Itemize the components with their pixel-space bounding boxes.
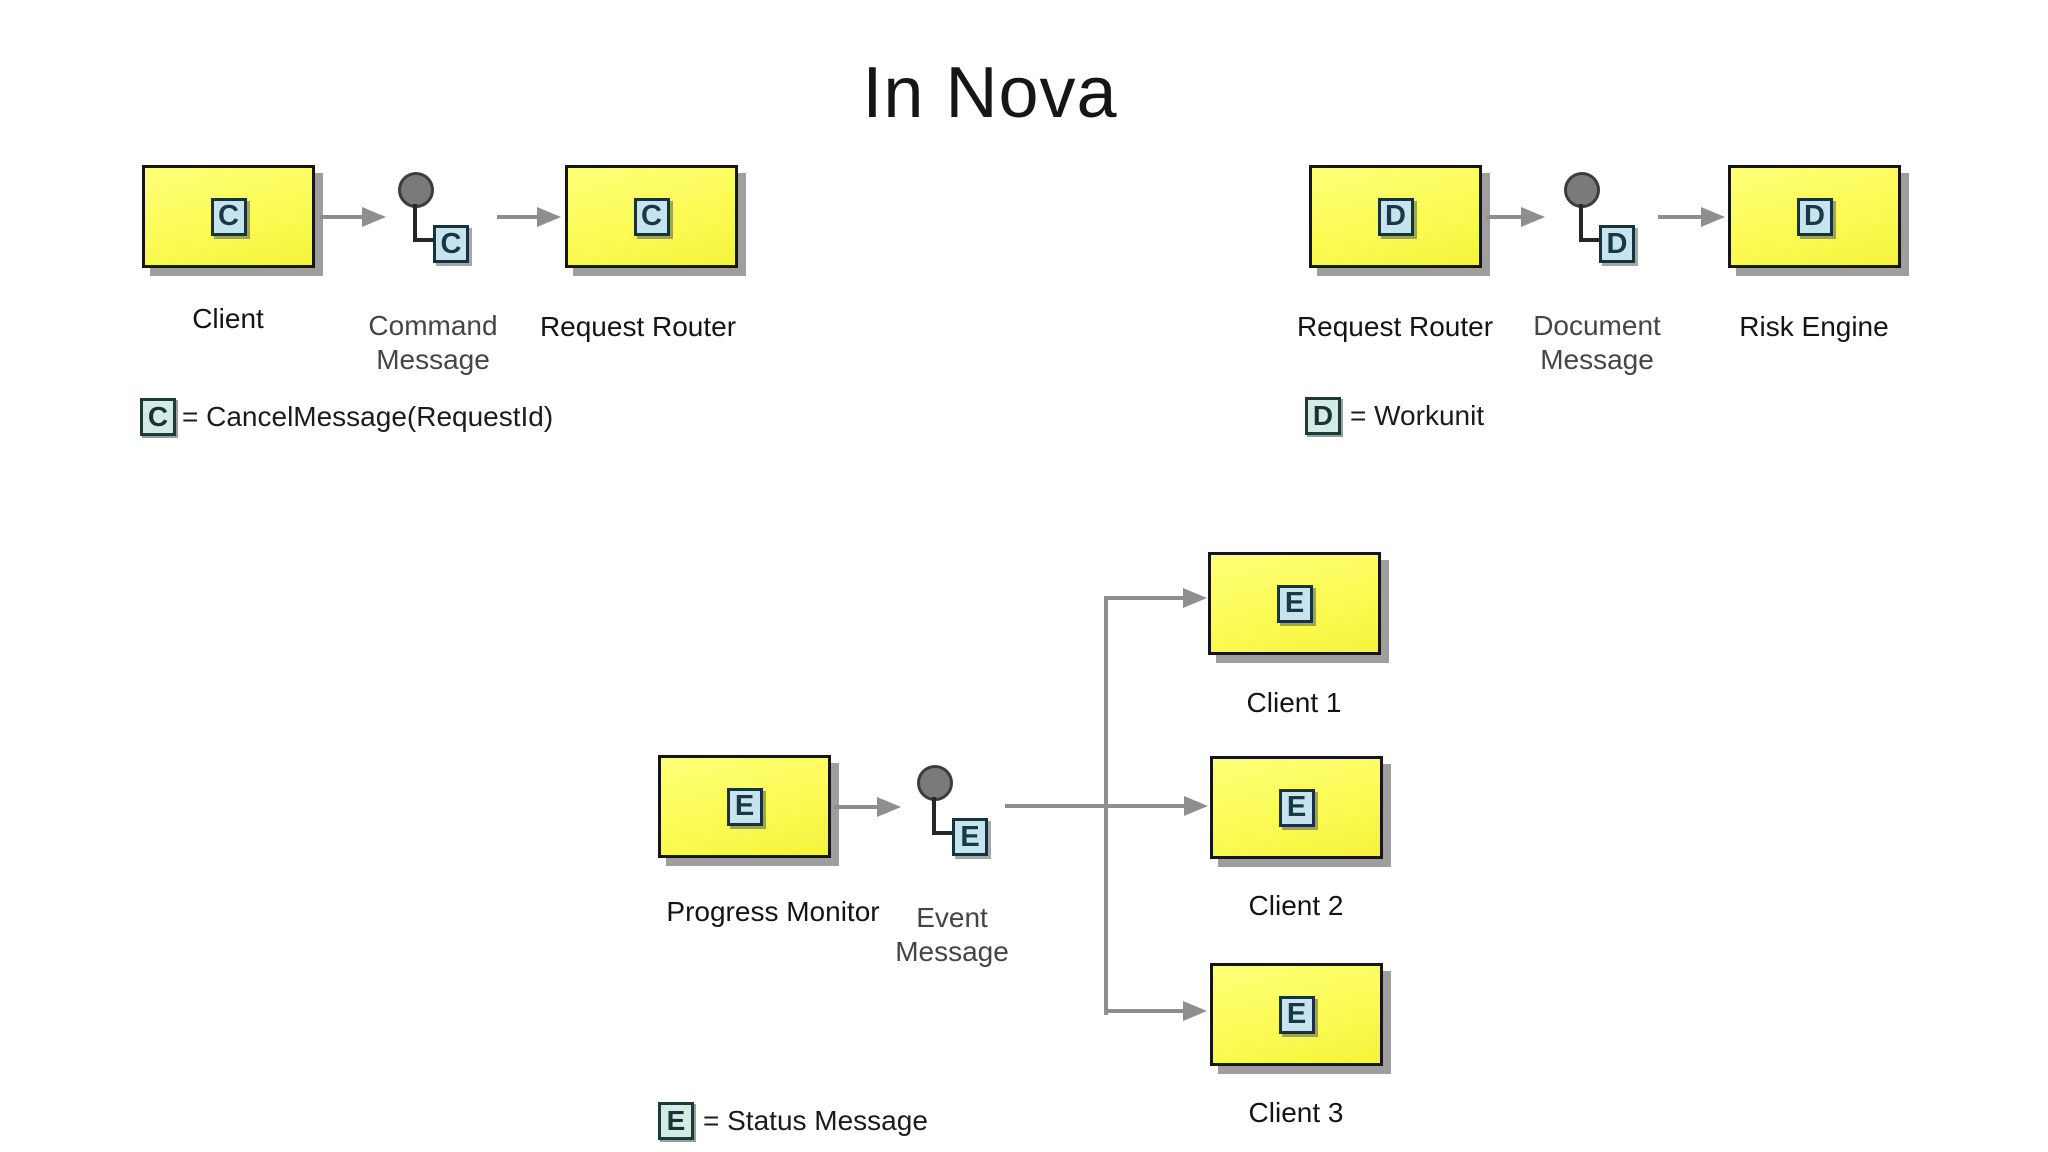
command-message-label-line2: Message (376, 344, 490, 375)
client-box: C (142, 165, 315, 268)
legend-c-text: = CancelMessage(RequestId) (182, 401, 554, 432)
letter-chip: D (1796, 197, 1833, 236)
client-2-box: E (1210, 756, 1383, 859)
event-message-label-line1: Event (916, 902, 988, 933)
letter-chip: E (726, 787, 763, 826)
channel-circle-icon (398, 172, 434, 208)
event-message-icon: E (915, 763, 993, 859)
arrow-line (1658, 215, 1702, 219)
event-message-label-line2: Message (895, 936, 1009, 967)
client-label: Client (192, 303, 264, 334)
message-chip: D (1599, 225, 1635, 263)
channel-circle-icon (917, 765, 953, 801)
branch-line-client2 (1108, 804, 1184, 808)
command-message-icon: C (396, 170, 474, 266)
arrow-head-icon (362, 207, 386, 227)
letter-chip: E (1278, 788, 1315, 827)
message-stem (932, 797, 936, 835)
arrow-line (320, 215, 366, 219)
legend-e-text: = Status Message (703, 1105, 928, 1136)
command-message-label-line1: Command (368, 310, 498, 341)
request-router-label: Request Router (539, 311, 737, 342)
letter-chip: C (210, 197, 247, 236)
message-stem (1579, 238, 1601, 242)
client-1-box: E (1208, 552, 1381, 655)
request-router-2-box: D (1309, 165, 1482, 268)
legend-letter-chip: E (658, 1102, 694, 1140)
client-1-label: Client 1 (1246, 687, 1342, 718)
message-stem (1579, 204, 1583, 242)
progress-monitor-box: E (658, 755, 831, 858)
arrow-head-icon (877, 797, 901, 817)
legend-letter-chip: D (1305, 397, 1341, 435)
letter-chip: E (1278, 995, 1315, 1034)
legend-letter-chip: C (140, 398, 176, 436)
risk-engine-box: D (1728, 165, 1901, 268)
arrow-head-icon (1184, 796, 1208, 816)
arrow-head-icon (1183, 588, 1207, 608)
arrow-line (497, 215, 540, 219)
document-message-label-line1: Document (1533, 310, 1661, 341)
letter-chip: D (1377, 197, 1414, 236)
arrow-head-icon (1701, 207, 1725, 227)
letter-chip: C (633, 197, 670, 236)
message-chip: C (433, 225, 469, 263)
channel-circle-icon (1564, 172, 1600, 208)
progress-monitor-label: Progress Monitor (666, 896, 880, 927)
branch-line-client3 (1104, 1009, 1184, 1013)
client-2-label: Client 2 (1248, 890, 1344, 921)
arrow-head-icon (537, 207, 561, 227)
document-message-label-line2: Message (1540, 344, 1654, 375)
message-stem (413, 238, 435, 242)
risk-engine-label: Risk Engine (1739, 311, 1889, 342)
client-3-label: Client 3 (1248, 1097, 1344, 1128)
message-stem (413, 204, 417, 242)
message-chip: E (952, 818, 988, 856)
letter-chip: E (1276, 584, 1313, 623)
branch-line-client1 (1104, 596, 1184, 600)
arrow-line (834, 805, 878, 809)
request-router-2-label: Request Router (1296, 311, 1494, 342)
publish-line (1005, 804, 1108, 808)
slide-title: In Nova (862, 53, 1118, 133)
arrow-head-icon (1183, 1001, 1207, 1021)
request-router-box: C (565, 165, 738, 268)
message-stem (932, 831, 954, 835)
document-message-icon: D (1562, 170, 1640, 266)
fanout-vertical-line (1104, 598, 1108, 1015)
client-3-box: E (1210, 963, 1383, 1066)
arrow-head-icon (1521, 207, 1545, 227)
arrow-line (1486, 215, 1524, 219)
legend-d-text: = Workunit (1350, 400, 1485, 431)
